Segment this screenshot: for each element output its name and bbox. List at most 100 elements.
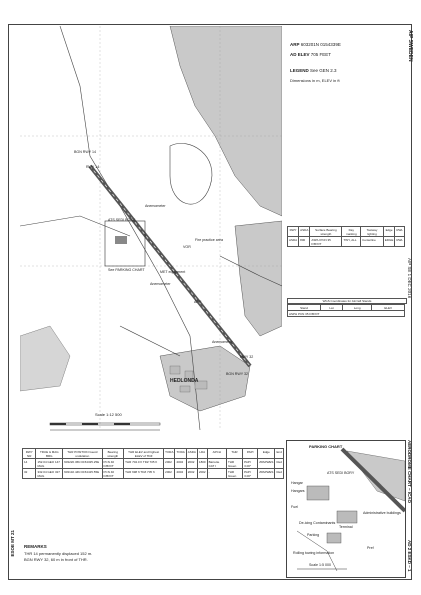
rt-r1c6: 2002 xyxy=(174,468,187,479)
pc-label-3: Fuel xyxy=(291,505,298,509)
apron-area xyxy=(104,220,146,267)
wgs-note: ASPH PCN 35 F/B/X/T xyxy=(287,310,405,317)
legend-label: LEGEND xyxy=(290,68,309,73)
scale-bar xyxy=(49,422,161,431)
chart-title-vertical: AERODROME CHART – ICAO xyxy=(407,440,412,504)
lt-c6: RWL xyxy=(394,236,405,247)
rt-r1c2: 603132.44N 0154415.55E xyxy=(62,468,103,479)
rt-r0c9: Barrette CAT I xyxy=(206,458,227,469)
runway-table: RWY NR TRUE & MAG BRG THR POSITION Geoid… xyxy=(21,448,284,479)
pc-label-7: Parking xyxy=(307,533,320,537)
rt-r1c7: 2002 xyxy=(185,468,198,479)
lt-h4: Taxiway lighting xyxy=(360,226,384,237)
rt-r0c8: 1800 xyxy=(196,458,208,469)
rt-h4: THR ELEV and highest ELEV of TDZ xyxy=(123,448,165,459)
left-page-ref: ESOE MT 21 xyxy=(10,530,15,557)
rt-h10: THR xyxy=(225,448,244,459)
lt-c1: 800 xyxy=(298,236,311,247)
lt-h6: RWL xyxy=(394,226,405,237)
rt-r1c11: PAPI 3.00° xyxy=(242,468,259,479)
lt-h5: Edge xyxy=(382,226,396,237)
elev-value: 705 FEET xyxy=(310,52,332,57)
lt-c4: Centerline xyxy=(360,236,384,247)
rt-h7: ASDA xyxy=(185,448,198,459)
rt-r1c1: 332.04 GEO 327 MAG xyxy=(35,468,64,479)
lt-c5: EDGE xyxy=(382,236,396,247)
lt-h1: ASDA xyxy=(298,226,311,237)
label-anemometer-3: Anemometer xyxy=(212,340,233,344)
remarks-line-2: BGN RWY 32, 60 m in front of THR. xyxy=(24,557,88,562)
rt-h6: TODA xyxy=(174,448,187,459)
label-arp: ARP xyxy=(194,300,202,304)
rt-r0c4: THR 704.0 ft TDZ 705 ft xyxy=(123,458,165,469)
parking-chart: PARKING CHART ATS SEDI BORY Hangar Hanga… xyxy=(286,440,406,578)
lt-h3: Day marking xyxy=(341,226,362,237)
rt-h3: Bearing strength xyxy=(101,448,125,459)
pc-label-6: De-icing Contaminants xyxy=(299,521,336,525)
rt-r1c13: Red xyxy=(274,468,284,479)
rt-r0c11: PAPI 3.00° xyxy=(242,458,259,469)
wgs-table: Stand Lat Long ELEV ASPH PCN 35 F/B/X/T xyxy=(286,304,405,317)
rt-h1: TRUE & MAG BRG xyxy=(35,448,64,459)
parking-map xyxy=(296,447,405,572)
label-met: MET equipment xyxy=(160,270,186,274)
lt-c0: ASDA xyxy=(286,236,300,247)
rt-r1c5: 2002 xyxy=(163,468,176,479)
label-apron: ATS SEDI BORY xyxy=(108,218,136,222)
rt-h12: Edge xyxy=(257,448,276,459)
rt-r1c4: THR 698 ft TDZ 705 ft xyxy=(123,468,165,479)
rt-h8: LDA xyxy=(196,448,208,459)
remarks-title: REMARKS xyxy=(24,544,47,549)
header-date: AIP SE 1 DEC 2016 xyxy=(407,258,412,299)
rt-r0c10: THR Green xyxy=(225,458,244,469)
legend-line: LEGEND See GEN 2.3 xyxy=(290,68,337,73)
rt-r0c2: 603220.36N 0154325.25E xyxy=(62,458,103,469)
rt-r1c8: 2002 xyxy=(196,468,208,479)
remarks-line-1: THR 14 permanently displaced 152 m. xyxy=(24,551,93,556)
parking-title: PARKING CHART xyxy=(309,444,343,449)
elev-line: AD ELEV 705 FEET xyxy=(290,52,331,57)
dimensions-note: Dimensions in m, ELEV in ft xyxy=(290,78,340,83)
page-ref-vertical: AD 2 ESKD – 1 xyxy=(407,540,412,572)
legend-value: See GEN 2.3 xyxy=(310,68,337,73)
rt-r0c1: 152.04 GEO 147 MAG xyxy=(35,458,64,469)
label-town: HEDLONDA xyxy=(170,378,199,384)
rt-r0c13: Red xyxy=(274,458,284,469)
aerodrome-map xyxy=(20,26,282,430)
rt-r1c9: - xyxy=(206,468,227,479)
lt-h2: Surface Bearing strength xyxy=(309,226,343,237)
elev-label: AD ELEV xyxy=(290,52,310,57)
pc-label-9: Pref xyxy=(367,546,374,550)
lt-h0: RWY xyxy=(286,226,300,237)
page-border xyxy=(8,24,412,580)
table-row: 14 152.04 GEO 147 MAG 603220.36N 0154325… xyxy=(21,458,284,469)
rt-r1c10: THR Green xyxy=(225,468,244,479)
pc-label-8: Rolling towing information xyxy=(293,551,335,555)
label-bgn-rwy14: BGN RWY 14 xyxy=(74,150,97,154)
rt-r0c3: PCN 40 F/B/X/T xyxy=(101,458,125,469)
lake-north xyxy=(169,26,282,217)
lighting-table: RWY ASDA Surface Bearing strength Day ma… xyxy=(286,226,405,247)
rt-r1c0: 32 xyxy=(21,468,37,479)
rt-r1c3: PCN 40 F/B/X/T xyxy=(101,468,125,479)
label-rwy14: RWY 14 xyxy=(86,165,100,169)
pc-label-2: Hangars xyxy=(291,489,305,493)
label-anemometer-1: Anemometer xyxy=(145,204,166,208)
pc-scale: Scale 1:5 000 xyxy=(309,563,331,567)
label-parking-ref: See PARKING CHART xyxy=(108,268,145,272)
rt-r0c6: 2002 xyxy=(174,458,187,469)
label-bgn-rwy32: BGN RWY 32 xyxy=(226,372,249,376)
rt-h5: TORA xyxy=(163,448,176,459)
lt-c2: ASPH PCN 35 F/B/X/T xyxy=(309,236,343,247)
rt-r0c5: 2002 xyxy=(163,458,176,469)
header-title: AIP SWEDEN xyxy=(407,30,413,62)
lake-southwest xyxy=(20,325,71,392)
arp-line: ARP 603201N 0154339E xyxy=(290,42,341,47)
rt-h9: APCH xyxy=(206,448,227,459)
rt-h11: PAPI xyxy=(242,448,259,459)
wgs-title: WGS Coordinates for Aircraft Stands xyxy=(287,298,407,304)
pc-label-5: Administrative buildings xyxy=(363,511,401,515)
pc-label-4: Terminal xyxy=(339,525,353,529)
pc-label-1: Hangar xyxy=(291,481,303,485)
town-blocks xyxy=(169,365,208,393)
